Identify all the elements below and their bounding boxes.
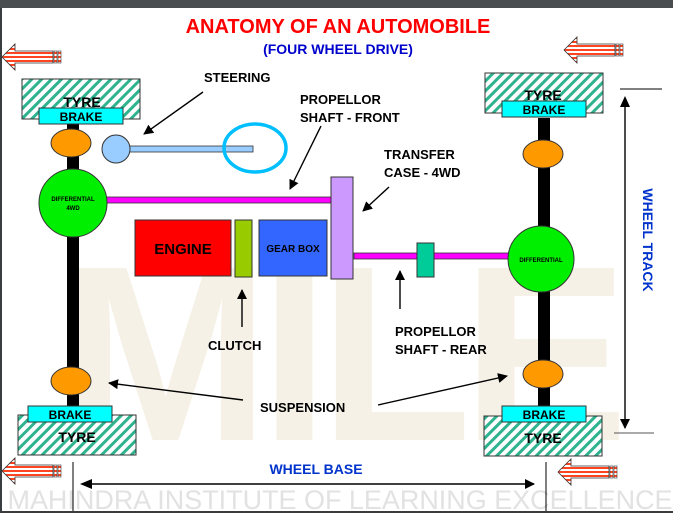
direction-arrow-icon bbox=[2, 457, 62, 485]
svg-text:GEAR BOX: GEAR BOX bbox=[266, 244, 320, 255]
callout-arrow bbox=[289, 125, 322, 190]
transfer-case bbox=[330, 176, 354, 280]
brake-front-left: BRAKE bbox=[38, 107, 124, 125]
engine: ENGINE bbox=[134, 219, 232, 277]
differential-rear: DIFFERENTIAL bbox=[507, 225, 575, 293]
wheel-base-label: WHEEL BASE bbox=[269, 461, 362, 477]
callout-prop-rear: PROPELLOR bbox=[395, 324, 477, 339]
svg-text:ENGINE: ENGINE bbox=[154, 241, 212, 258]
callout-steering: STEERING bbox=[204, 70, 270, 85]
wheel-track-arrowhead bbox=[620, 96, 630, 107]
callout-suspension: SUSPENSION bbox=[260, 400, 345, 415]
svg-text:TYRE: TYRE bbox=[524, 87, 561, 103]
slide: MILE MAHINDRA INSTITUTE OF LEARNING EXCE… bbox=[2, 8, 673, 511]
differential-front: DIFFERENTIAL 4WD bbox=[38, 168, 108, 238]
brake-front-right: BRAKE bbox=[501, 100, 587, 118]
svg-text:TYRE: TYRE bbox=[63, 94, 100, 110]
svg-text:BRAKE: BRAKE bbox=[49, 408, 92, 422]
tyre-rear-right: TYRE bbox=[483, 415, 603, 457]
brake-rear-left: BRAKE bbox=[27, 405, 113, 423]
svg-text:BRAKE: BRAKE bbox=[523, 408, 566, 422]
svg-text:TYRE: TYRE bbox=[524, 430, 561, 446]
svg-text:BRAKE: BRAKE bbox=[523, 103, 566, 117]
universal-joint bbox=[416, 242, 435, 278]
svg-text:BRAKE: BRAKE bbox=[60, 110, 103, 124]
direction-arrow-icon bbox=[563, 36, 624, 64]
svg-text:DIFFERENTIAL: DIFFERENTIAL bbox=[519, 258, 563, 264]
clutch bbox=[234, 219, 253, 278]
window-top-bar bbox=[0, 0, 673, 8]
callout-arrow bbox=[377, 373, 508, 406]
callout-arrow bbox=[108, 379, 244, 401]
page-subtitle: (FOUR WHEEL DRIVE) bbox=[263, 41, 413, 57]
wheel-track-label: WHEEL TRACK bbox=[640, 188, 656, 291]
wheel-base-arrowhead bbox=[80, 479, 92, 489]
callout-prop-front: PROPELLOR bbox=[300, 92, 382, 107]
direction-arrow-icon bbox=[557, 458, 618, 486]
steering-assembly bbox=[101, 122, 288, 174]
callout-prop-rear-2: SHAFT - REAR bbox=[395, 342, 487, 357]
prop-shaft-front bbox=[105, 196, 334, 204]
callout-transfer-case-2: CASE - 4WD bbox=[384, 165, 461, 180]
suspension-front-right bbox=[522, 139, 564, 169]
gear-box: GEAR BOX bbox=[258, 219, 328, 277]
direction-arrow-icon bbox=[2, 43, 62, 71]
callout-transfer-case: TRANSFER bbox=[384, 147, 455, 162]
callout-arrow bbox=[143, 91, 204, 135]
automobile-diagram: MILE MAHINDRA INSTITUTE OF LEARNING EXCE… bbox=[2, 16, 673, 511]
brake-rear-right: BRAKE bbox=[501, 405, 587, 423]
svg-text:TYRE: TYRE bbox=[58, 429, 95, 445]
suspension-rear-left bbox=[50, 366, 92, 396]
svg-text:DIFFERENTIAL: DIFFERENTIAL bbox=[51, 197, 95, 203]
svg-text:4WD: 4WD bbox=[66, 206, 80, 212]
suspension-rear-right bbox=[522, 359, 564, 389]
watermark-footer: MAHINDRA INSTITUTE OF LEARNING EXCELLENC… bbox=[8, 485, 673, 511]
suspension-front-left bbox=[50, 128, 92, 158]
callout-prop-front-2: SHAFT - FRONT bbox=[300, 110, 400, 125]
callout-clutch: CLUTCH bbox=[208, 338, 261, 353]
callout-arrow bbox=[362, 186, 390, 212]
page-title: ANATOMY OF AN AUTOMOBILE bbox=[186, 16, 491, 38]
